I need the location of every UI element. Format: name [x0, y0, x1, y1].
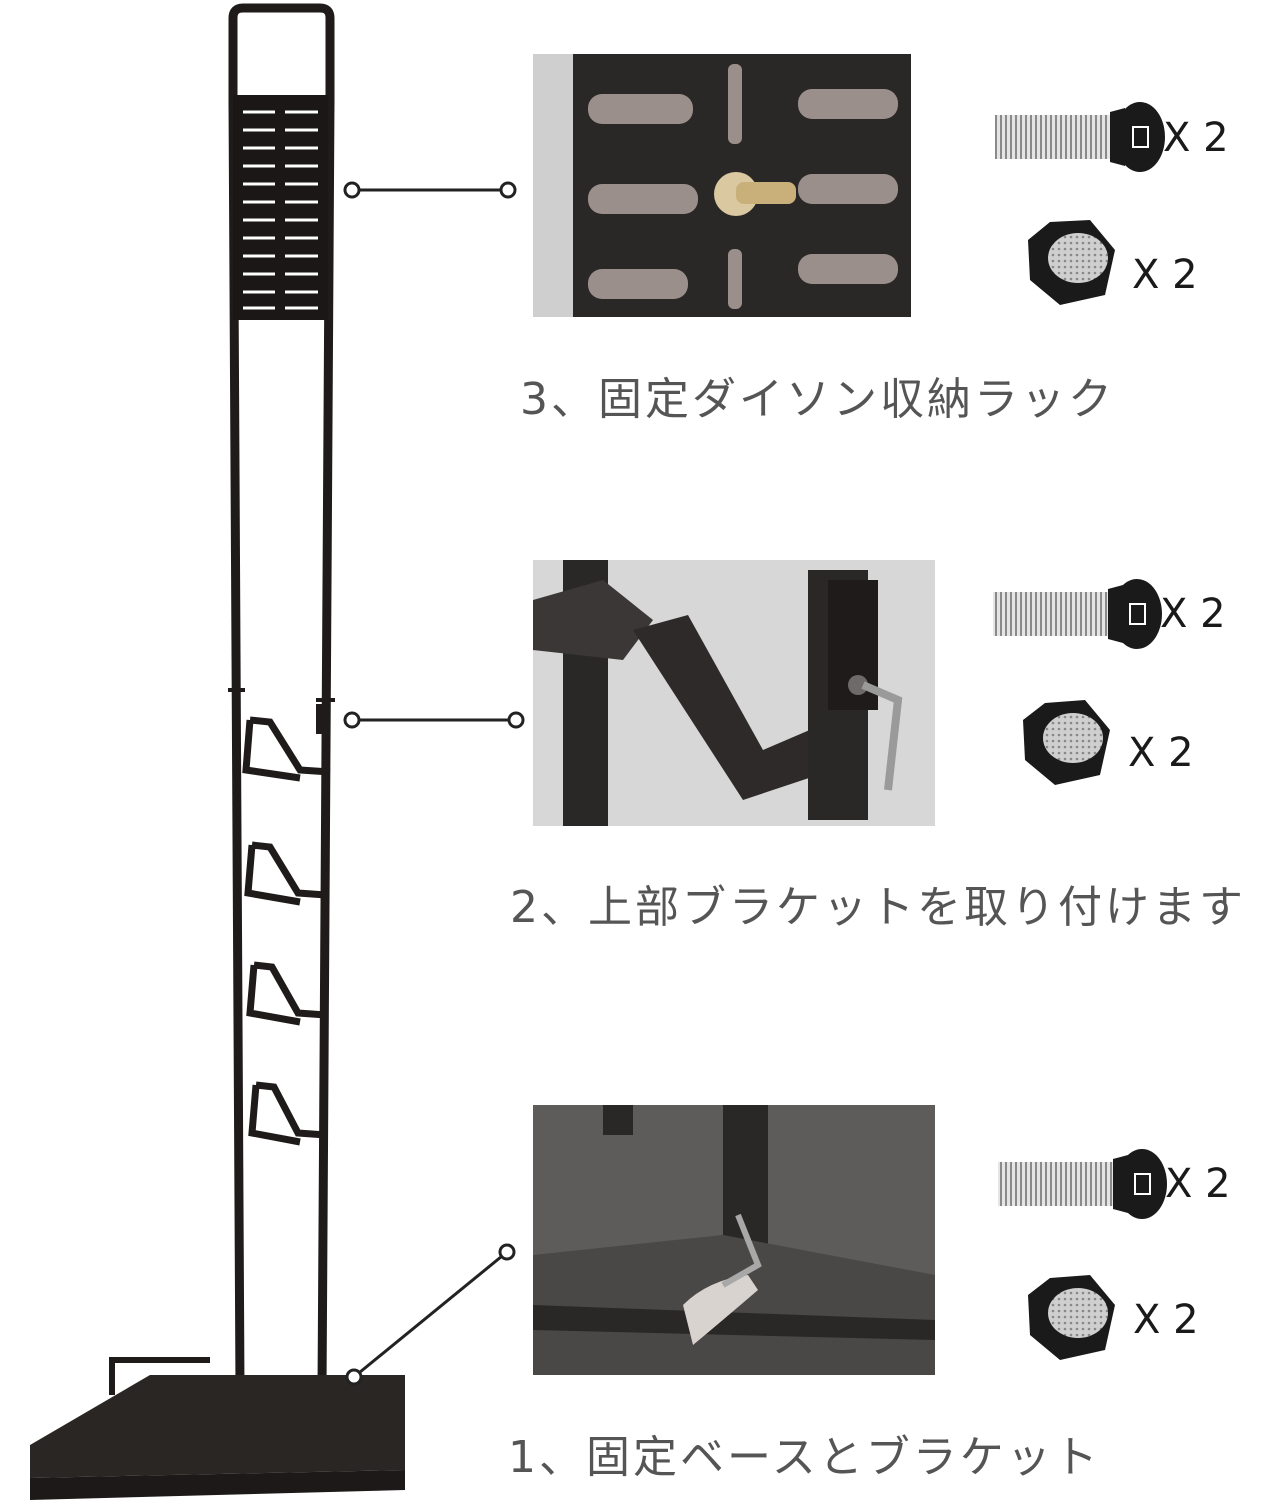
screw-icon: [993, 579, 1162, 649]
step-3-nut-qty: X 2: [1132, 252, 1198, 298]
step-2-caption: 2、上部ブラケットを取り付けます: [510, 882, 1246, 933]
connector-dot-icon: [499, 181, 517, 199]
step-3-screw-qty: X 2: [1163, 115, 1229, 161]
step-1-nut-qty: X 2: [1133, 1297, 1199, 1343]
step-1-caption: 1、固定ベースとブラケット: [508, 1432, 1101, 1483]
step-3-photo: [533, 54, 911, 317]
stand-base: [30, 1375, 405, 1478]
hex-nut-icon: [1028, 1275, 1115, 1360]
hex-nut-icon: [1028, 220, 1115, 305]
charger-plate-slots: [243, 110, 318, 310]
connector-dot-icon: [507, 711, 525, 729]
step-1-photo: [533, 1105, 935, 1375]
connector-dot-icon: [345, 1368, 363, 1386]
connector-lines: [343, 181, 525, 1386]
connector-dot-icon: [343, 181, 361, 199]
connector-dot-icon: [498, 1243, 516, 1261]
step-1-screw-qty: X 2: [1165, 1161, 1231, 1207]
hex-nut-icon: [1023, 700, 1110, 785]
screw-icon: [998, 1149, 1167, 1219]
charger-plate: [233, 95, 328, 320]
screw-icon: [995, 102, 1165, 172]
step-2-nut-qty: X 2: [1128, 730, 1194, 776]
step-2-screw-qty: X 2: [1160, 591, 1226, 637]
step-2-photo: [533, 560, 935, 826]
connector-dot-icon: [343, 711, 361, 729]
step-3-caption: 3、固定ダイソン収納ラック: [520, 374, 1115, 425]
